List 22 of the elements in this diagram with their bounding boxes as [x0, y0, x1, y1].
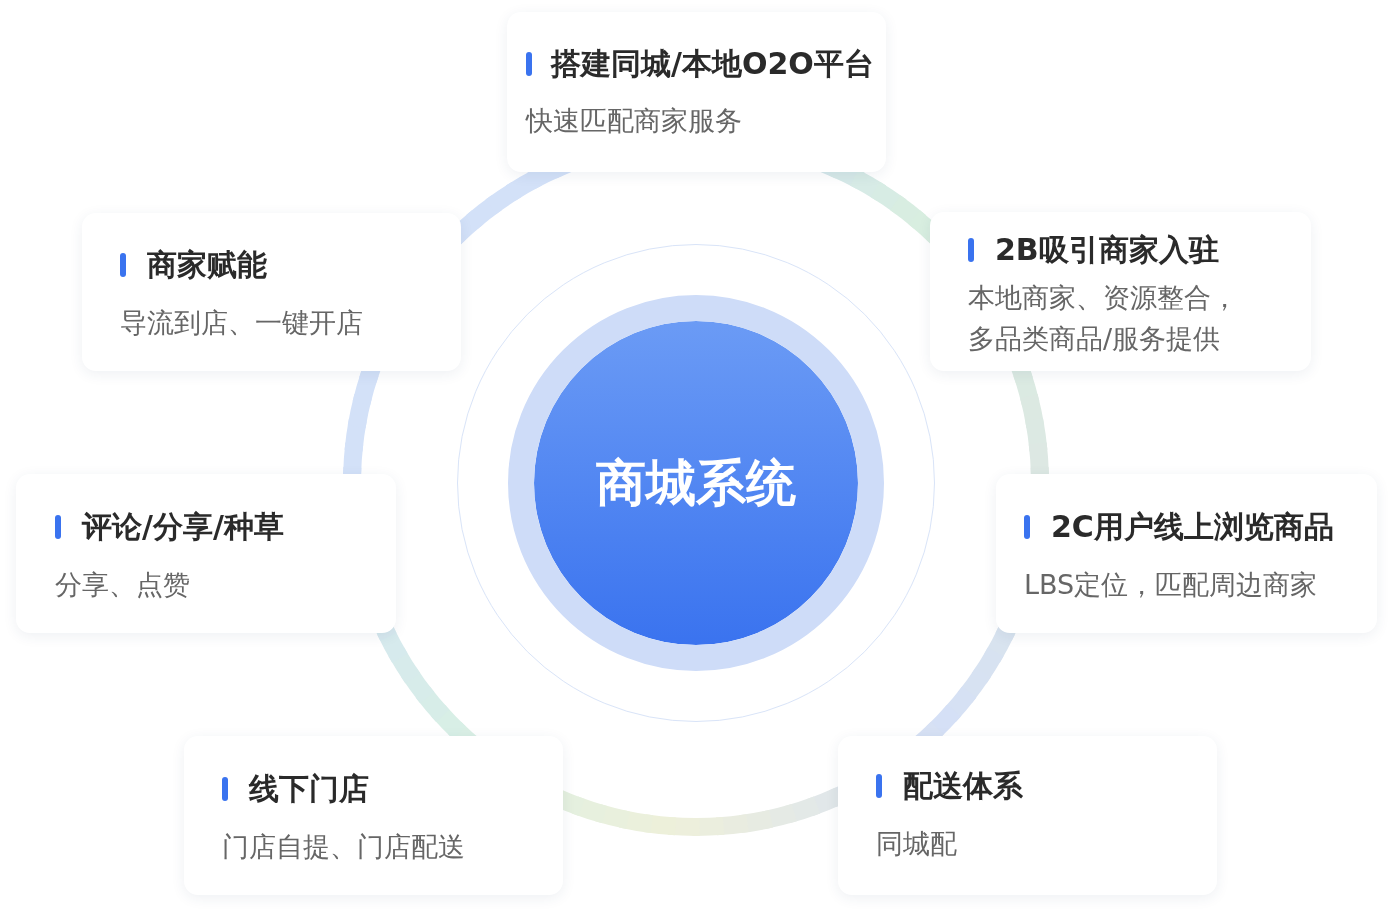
- card-title: 配送体系: [903, 767, 1023, 805]
- card-title: 评论/分享/种草: [82, 508, 284, 546]
- card-title: 线下门店: [249, 770, 369, 808]
- card-title: 搭建同城/本地O2O平台: [551, 45, 874, 83]
- card-description: 本地商家、资源整合，多品类商品/服务提供: [968, 280, 1239, 356]
- card-description: 快速匹配商家服务: [526, 103, 742, 138]
- card-description: LBS定位，匹配周边商家: [1024, 567, 1318, 602]
- info-card: [996, 474, 1377, 633]
- info-card: [507, 12, 886, 172]
- info-card: [930, 212, 1311, 371]
- card-title: 商家赋能: [147, 246, 267, 284]
- card-description: 门店自提、门店配送: [222, 829, 465, 864]
- card-description: 分享、点赞: [55, 567, 190, 602]
- card-title: 2B吸引商家入驻: [995, 231, 1219, 269]
- card-description: 导流到店、一键开店: [120, 305, 363, 340]
- info-card: [82, 213, 461, 371]
- info-card: [838, 736, 1217, 895]
- info-card: [16, 474, 396, 633]
- card-description: 同城配: [876, 826, 957, 861]
- info-card: [184, 736, 563, 895]
- center-title: 商城系统: [596, 453, 796, 513]
- card-title: 2C用户线上浏览商品: [1051, 508, 1334, 546]
